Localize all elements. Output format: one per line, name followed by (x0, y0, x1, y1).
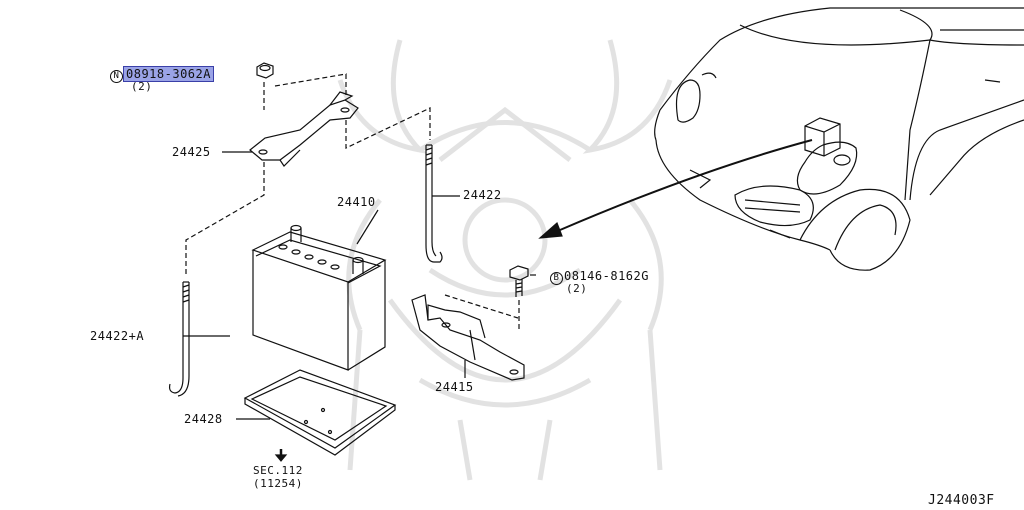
section-reference-line2: (11254) (253, 477, 303, 490)
n-circle-icon: N (110, 70, 123, 83)
hold-down-frame-label[interactable]: 24425 (172, 145, 211, 159)
battery-tray-part[interactable] (243, 369, 397, 456)
engine-bay-battery-marker (804, 117, 841, 157)
bolt-part-number[interactable]: 08146-8162G (564, 269, 649, 283)
car-illustration (654, 7, 1024, 271)
location-pointer-arrow (538, 139, 813, 239)
nut-part[interactable] (256, 62, 274, 79)
diagram-code: J244003F (928, 493, 995, 508)
samurai-helmet-watermark (337, 39, 673, 481)
short-hook-rod-part[interactable] (168, 281, 190, 397)
hold-down-frame-part[interactable] (249, 91, 359, 167)
nut-part-number[interactable]: 08918-3062A (123, 66, 214, 82)
section-reference-line1[interactable]: SEC.112 (253, 464, 303, 477)
battery-bracket-part[interactable] (411, 294, 525, 381)
long-hook-rod-label[interactable]: 24422 (463, 188, 502, 202)
battery-part[interactable] (251, 224, 387, 371)
battery-tray-label[interactable]: 24428 (184, 412, 223, 426)
arrow-down-icon (274, 449, 288, 462)
bolt-part[interactable] (509, 265, 529, 297)
battery-label[interactable]: 24410 (337, 195, 376, 209)
nut-quantity: (2) (131, 80, 153, 93)
bolt-quantity: (2) (566, 282, 588, 295)
short-hook-rod-label[interactable]: 24422+A (90, 329, 145, 343)
b-circle-icon: B (550, 272, 563, 285)
battery-bracket-label[interactable]: 24415 (435, 380, 474, 394)
long-hook-rod-part[interactable] (425, 144, 443, 263)
